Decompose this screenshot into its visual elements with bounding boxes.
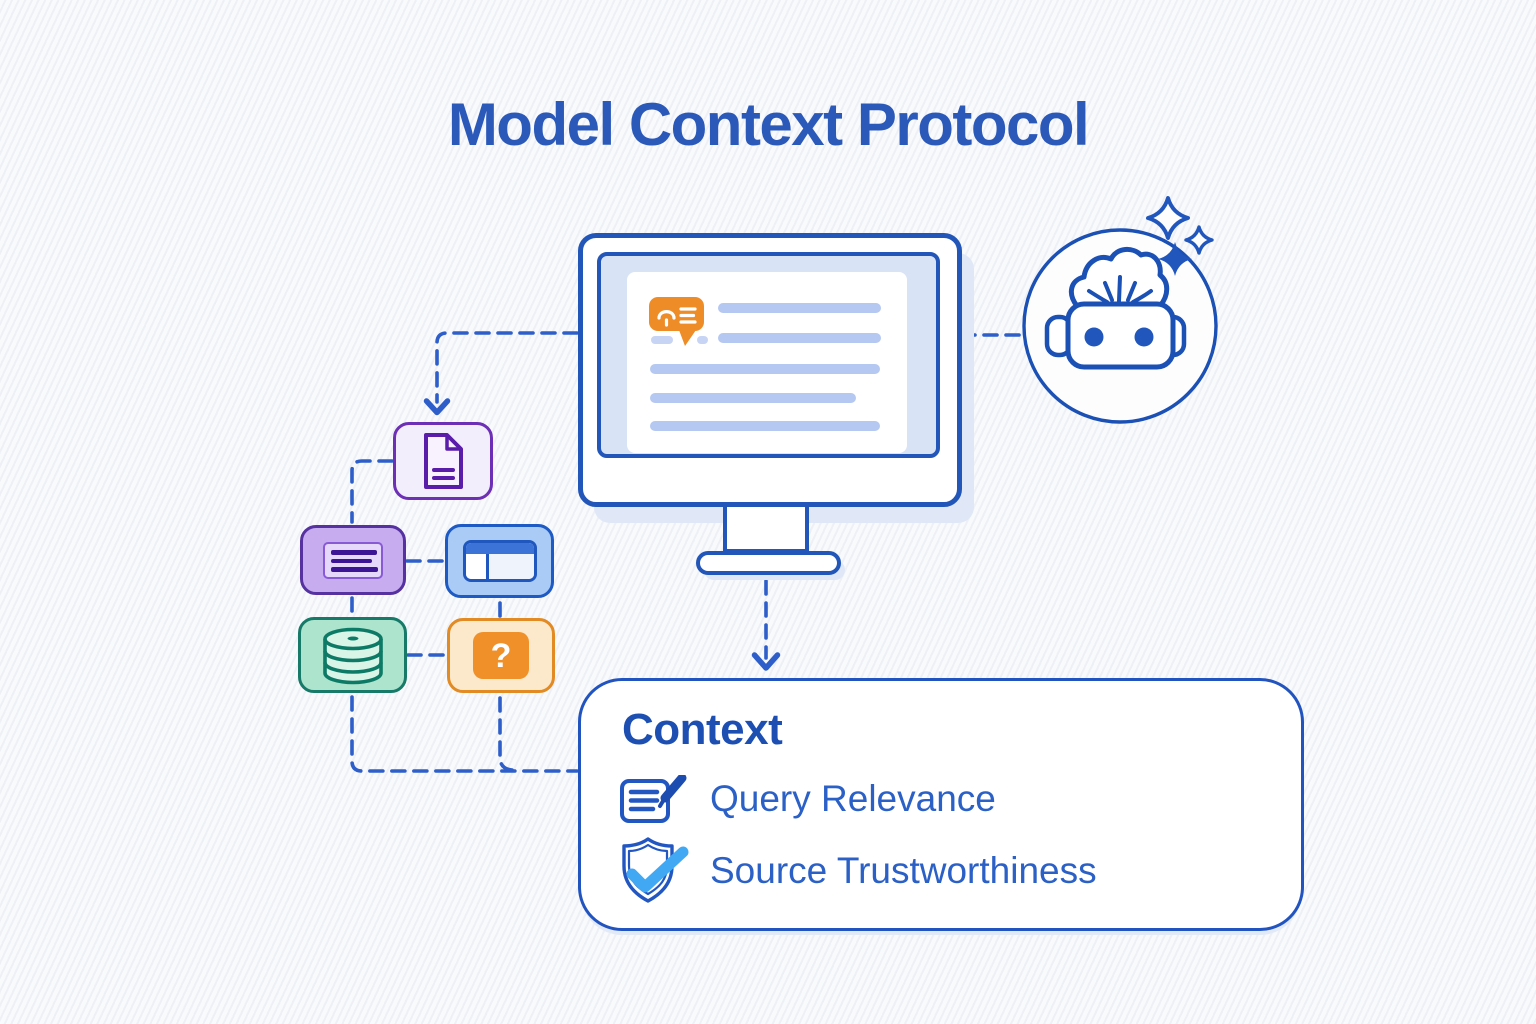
question-glyph: ? (490, 636, 512, 675)
document-pencil-icon (620, 775, 687, 823)
file-document-icon (424, 433, 463, 489)
context-item-query-relevance: Query Relevance (620, 775, 996, 823)
connector-monitor-to-file-tile (435, 331, 579, 404)
text-lines-icon (323, 541, 383, 579)
monitor-stand-neck (723, 503, 809, 553)
diagram-title: Model Context Protocol (447, 91, 1090, 158)
question-mark-icon: ? (473, 632, 529, 679)
monitor-frame (578, 233, 962, 507)
connector-database-to-context (350, 695, 579, 773)
tile-browser-source (445, 524, 554, 598)
ai-robot-badge (1022, 196, 1218, 424)
chat-bubble-icon (649, 297, 704, 346)
tile-question-source: ? (447, 618, 555, 693)
arrowhead-down-icon (751, 652, 781, 671)
monitor-screen (597, 252, 940, 458)
sparkles-icon (1146, 196, 1214, 276)
browser-content (488, 554, 534, 579)
text-line-placeholder (718, 333, 881, 343)
shield-check-icon (622, 837, 689, 903)
text-line-placeholder (718, 303, 881, 313)
browser-sidebar (465, 554, 489, 579)
context-item-source-trustworthiness: Source Trustworthiness (617, 835, 1097, 907)
tile-database-source (298, 617, 407, 693)
text-line-placeholder (650, 393, 856, 403)
connector-file-to-text-tile (350, 459, 394, 524)
text-line-placeholder (697, 336, 708, 344)
text-line-placeholder (650, 421, 880, 431)
context-panel: Context Query Relevance Source Trustwort… (578, 678, 1304, 931)
database-icon (322, 627, 383, 685)
arrowhead-down-icon (423, 398, 451, 416)
context-title: Context (622, 705, 783, 754)
text-line-placeholder (651, 336, 673, 344)
robot-head-icon (1044, 247, 1187, 370)
context-item-label: Query Relevance (710, 778, 996, 819)
connector-question-to-context (498, 696, 514, 772)
monitor-stand-base (696, 551, 841, 575)
browser-header-bar (465, 543, 534, 554)
tile-file-source (393, 422, 493, 500)
text-line-placeholder (650, 364, 880, 374)
tile-text-source (300, 525, 406, 595)
browser-window-icon (462, 540, 537, 582)
document-card (627, 272, 907, 453)
context-item-label: Source Trustworthiness (710, 850, 1097, 891)
